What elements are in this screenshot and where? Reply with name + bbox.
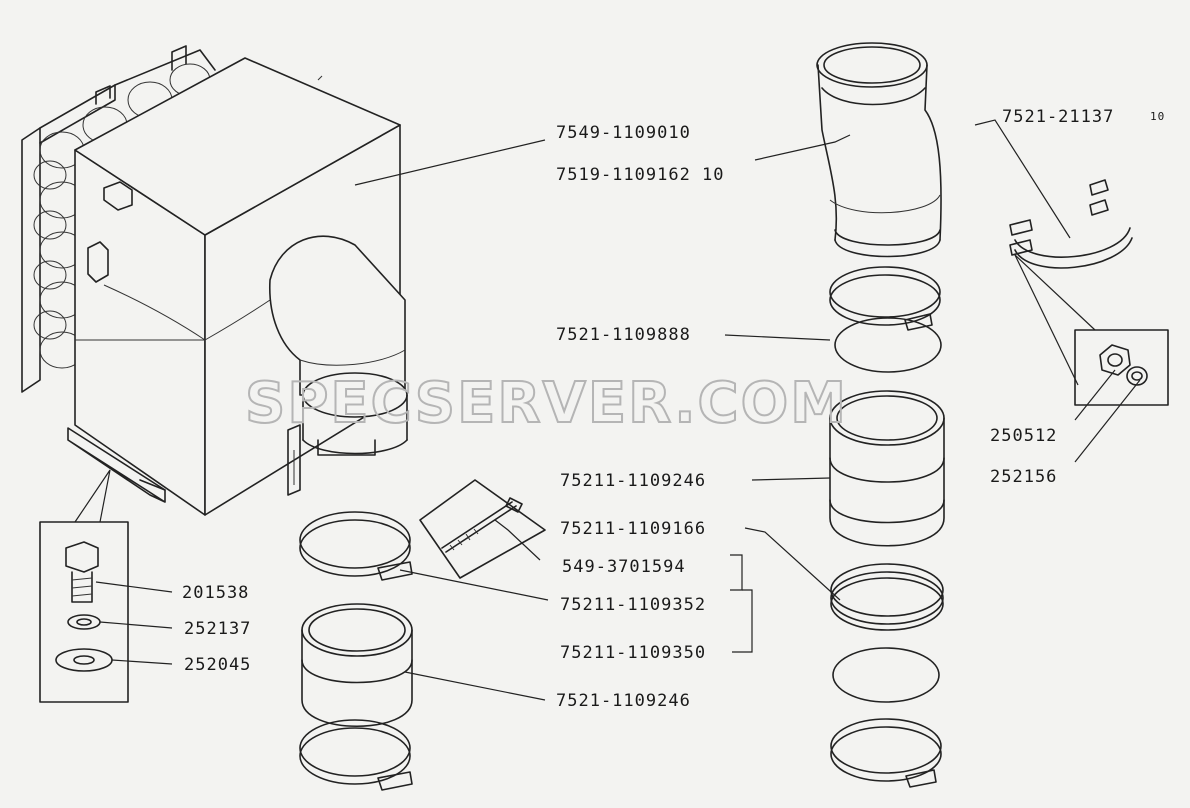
label-top-clamp: 7521-21137: [1002, 107, 1114, 127]
watermark-text: SPECSERVER.COM: [245, 371, 848, 436]
nut-detail-box: [1014, 254, 1169, 406]
label-right-clamp: 75211-1109166: [560, 519, 706, 539]
right-sleeve: [829, 390, 945, 547]
label-nut-washer: 252156: [990, 467, 1057, 487]
ring-lower: [832, 647, 940, 703]
elbow-pipe: [816, 42, 942, 258]
label-heater-unit: 7549-1109010: [556, 123, 691, 143]
left-clamp-top: [299, 511, 413, 581]
label-nut: 250512: [990, 426, 1057, 446]
flat-washer-drawing: [55, 648, 113, 672]
handle-top: [103, 181, 133, 211]
label-spring-washer: 252137: [184, 619, 251, 639]
spring-washer-drawing: [67, 614, 101, 630]
right-clamp-2: [830, 563, 944, 631]
label-left-sleeve: 7521-1109246: [556, 691, 691, 711]
right-clamp-3: [830, 718, 942, 788]
elbow-outlet: [269, 235, 408, 496]
label-flat-washer: 252045: [184, 655, 251, 675]
label-top-clamp-suffix: 10: [1150, 110, 1165, 123]
leader-lines: [95, 119, 1141, 701]
bolt-detail-box: [39, 469, 129, 703]
heater-box-top: [74, 57, 401, 236]
heater-unit-drawing: [21, 45, 408, 516]
screw-detail-box: [419, 479, 546, 579]
left-clamp-bottom: [299, 719, 413, 791]
bolt-drawing: [65, 541, 99, 573]
label-bolt: 201538: [182, 583, 249, 603]
left-sleeve: [301, 603, 413, 728]
nut-drawing: [1099, 344, 1131, 376]
label-clamp-assembly: 75211-1109350: [560, 643, 706, 663]
label-screw: 549-3701594: [562, 557, 686, 577]
label-elbow-pipe: 7519-1109162 10: [556, 165, 725, 185]
ring: [834, 317, 942, 373]
label-ring: 7521-1109888: [556, 325, 691, 345]
label-clamp-band: 75211-1109352: [560, 595, 706, 615]
label-right-sleeve: 75211-1109246: [560, 471, 706, 491]
nut-washer-drawing: [1126, 366, 1148, 386]
latch: [87, 241, 109, 283]
top-clamp: [1009, 179, 1133, 269]
part-labels: 7549-1109010 7519-1109162 10 7521-21137 …: [182, 107, 1165, 711]
right-clamp-1: [829, 266, 941, 331]
